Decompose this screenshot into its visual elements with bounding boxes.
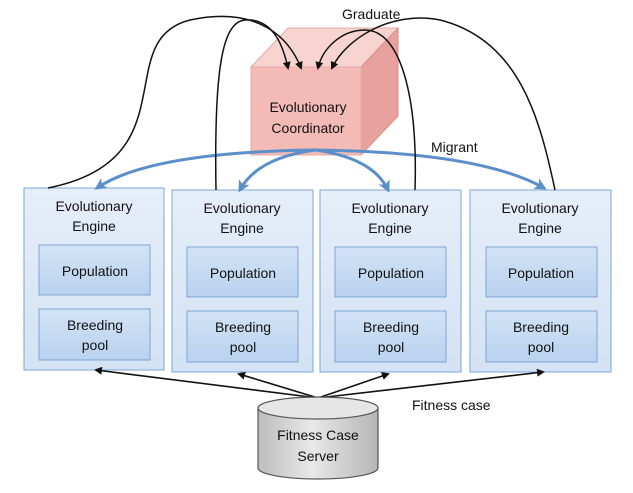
breeding-label-line2: pool bbox=[528, 339, 554, 355]
engine-title-line2: Engine bbox=[518, 220, 562, 236]
breeding-label-line2: pool bbox=[378, 339, 404, 355]
breeding-pool-box bbox=[334, 310, 447, 363]
fitness-case-label: Fitness case bbox=[412, 397, 491, 413]
population-box bbox=[485, 246, 598, 298]
graduate-arrows bbox=[47, 15, 556, 191]
server-cylinder-top bbox=[257, 396, 379, 420]
engine-title-line2: Engine bbox=[220, 220, 264, 236]
coordinator-label-line1: Evolutionary bbox=[269, 99, 346, 115]
breeding-label-line1: Breeding bbox=[67, 317, 123, 333]
migrant-arrows bbox=[94, 148, 547, 193]
engine-title-line1: Evolutionary bbox=[501, 200, 578, 216]
migrant-arrow-to-engine-2 bbox=[238, 148, 316, 193]
population-label: Population bbox=[358, 265, 424, 281]
server-cylinder-body bbox=[257, 408, 379, 480]
fitness-arrow-to-engine-3 bbox=[317, 372, 390, 399]
graduate-arrow-from-engine-4 bbox=[330, 17, 556, 191]
fitness-case-arrows bbox=[94, 366, 545, 399]
population-label: Population bbox=[62, 263, 128, 279]
breeding-pool-box bbox=[186, 310, 299, 363]
evolutionary-coordinator-node: Evolutionary Coordinator bbox=[249, 26, 400, 157]
breeding-label-line2: pool bbox=[82, 337, 108, 353]
population-box bbox=[186, 246, 299, 298]
evolutionary-engine-3: Evolutionary Engine Population Breeding … bbox=[319, 189, 462, 373]
breeding-label-line2: pool bbox=[230, 339, 256, 355]
evolutionary-engine-4: Evolutionary Engine Population Breeding … bbox=[469, 189, 612, 373]
coordinator-label-line2: Coordinator bbox=[271, 120, 344, 136]
breeding-pool-box bbox=[485, 310, 598, 363]
server-label-line1: Fitness Case bbox=[277, 427, 359, 443]
graduate-label: Graduate bbox=[342, 6, 401, 22]
population-box bbox=[334, 246, 447, 298]
coordinator-front-face bbox=[250, 66, 362, 156]
graduate-arrow-from-engine-3 bbox=[315, 29, 417, 191]
migrant-label: Migrant bbox=[431, 139, 478, 155]
fitness-arrow-to-engine-4 bbox=[317, 368, 545, 399]
breeding-pool-box bbox=[38, 308, 151, 361]
population-label: Population bbox=[508, 265, 574, 281]
breeding-label-line1: Breeding bbox=[215, 319, 271, 335]
fitness-arrow-to-engine-1 bbox=[94, 366, 319, 399]
population-box bbox=[38, 244, 151, 296]
engine-title-line1: Evolutionary bbox=[351, 200, 428, 216]
graduate-arrow-from-engine-2 bbox=[214, 19, 291, 191]
migrant-arrow-to-engine-3 bbox=[314, 148, 390, 193]
breeding-label-line1: Breeding bbox=[513, 319, 569, 335]
engine-title-line2: Engine bbox=[368, 220, 412, 236]
breeding-label-line1: Breeding bbox=[363, 319, 419, 335]
graduate-arrow-from-engine-1 bbox=[47, 15, 303, 189]
migrant-arrow-to-engine-4 bbox=[314, 148, 547, 190]
fitness-case-server-node: Fitness Case Server bbox=[257, 396, 379, 480]
server-label-line2: Server bbox=[297, 448, 339, 464]
engine-title-line2: Engine bbox=[72, 218, 116, 234]
fitness-arrow-to-engine-2 bbox=[237, 371, 319, 399]
evolutionary-engine-1: Evolutionary Engine Population Breeding … bbox=[23, 187, 165, 371]
evolutionary-engine-2: Evolutionary Engine Population Breeding … bbox=[171, 189, 314, 373]
migrant-arrow-to-engine-1 bbox=[94, 148, 316, 190]
population-label: Population bbox=[210, 265, 276, 281]
engine-title-line1: Evolutionary bbox=[203, 200, 280, 216]
engine-title-line1: Evolutionary bbox=[55, 198, 132, 214]
